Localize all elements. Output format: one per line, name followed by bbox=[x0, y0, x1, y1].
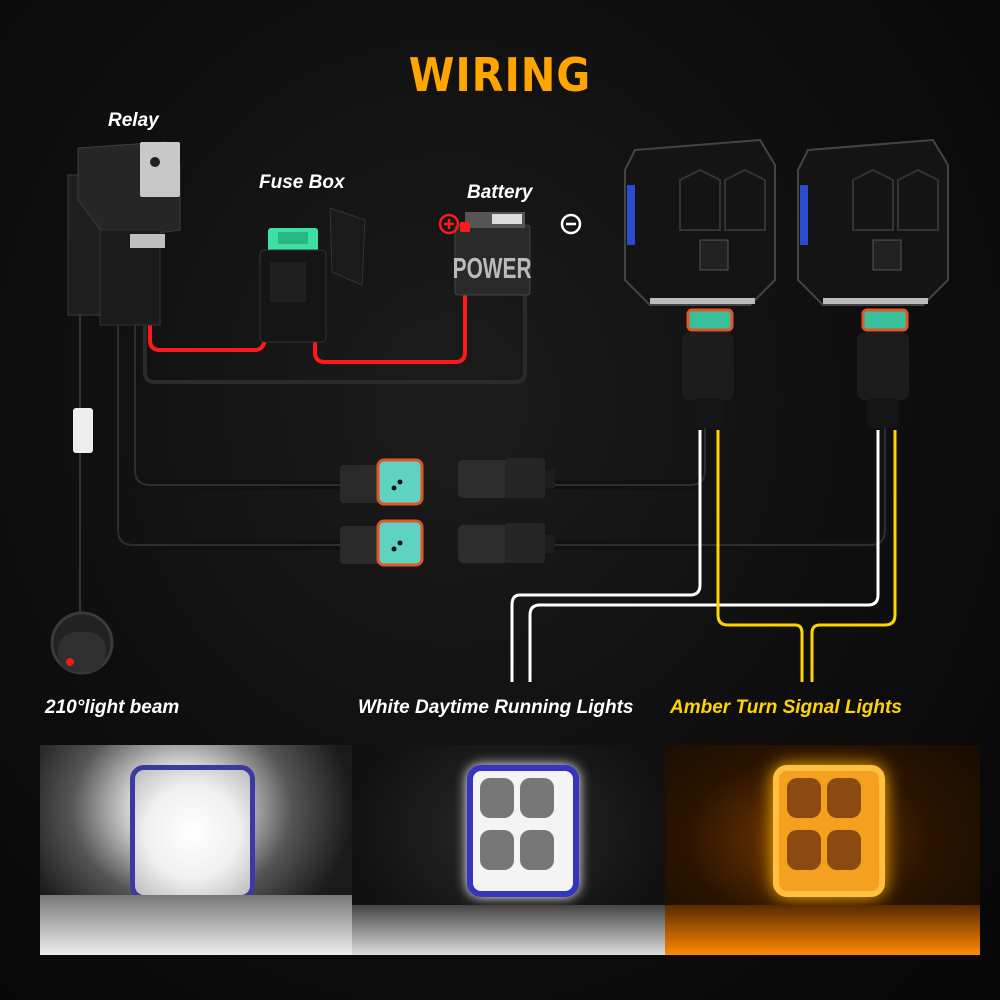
female-connector-icon bbox=[340, 519, 424, 567]
positive-wire-fuse-battery bbox=[313, 235, 467, 364]
beam-caption: 210°light beam bbox=[45, 697, 180, 718]
harness-wire-2 bbox=[113, 320, 345, 550]
relay-label: Relay bbox=[108, 110, 159, 131]
positive-terminal-icon bbox=[438, 213, 460, 235]
fuse-box-icon bbox=[259, 207, 366, 343]
female-connector-icon bbox=[340, 458, 424, 506]
negative-terminal-icon bbox=[560, 213, 582, 235]
photo-amber-turn bbox=[665, 745, 980, 955]
rocker-switch-icon bbox=[50, 611, 114, 675]
amber-turn-caption: Amber Turn Signal Lights bbox=[670, 697, 902, 718]
inline-connector-icon bbox=[73, 408, 93, 453]
fuse-box-label: Fuse Box bbox=[259, 172, 345, 193]
amber-wire-2 bbox=[810, 430, 897, 682]
page-title: WIRING bbox=[408, 48, 592, 102]
ground-wire bbox=[143, 228, 527, 384]
pigtail-connector-icon bbox=[682, 308, 734, 428]
white-wire-2 bbox=[528, 430, 880, 682]
battery-icon: POWER bbox=[453, 212, 532, 296]
amber-wire-1 bbox=[716, 430, 804, 682]
battery-brand: POWER bbox=[453, 253, 532, 285]
relay-icon bbox=[67, 141, 181, 326]
pigtail-connector-icon bbox=[857, 308, 909, 428]
lamp-face-icon bbox=[130, 765, 255, 900]
photo-white-drl bbox=[352, 745, 667, 955]
pod-light-right-icon bbox=[797, 138, 949, 306]
white-drl-caption: White Daytime Running Lights bbox=[358, 697, 634, 718]
pod-light-left-icon bbox=[624, 138, 776, 306]
white-wire-1 bbox=[510, 430, 702, 682]
battery-label: Battery bbox=[467, 182, 533, 203]
male-connector-icon bbox=[458, 523, 555, 563]
photo-full-beam bbox=[40, 745, 355, 955]
male-connector-icon bbox=[458, 458, 555, 498]
positive-wire-relay-fuse bbox=[148, 320, 267, 352]
